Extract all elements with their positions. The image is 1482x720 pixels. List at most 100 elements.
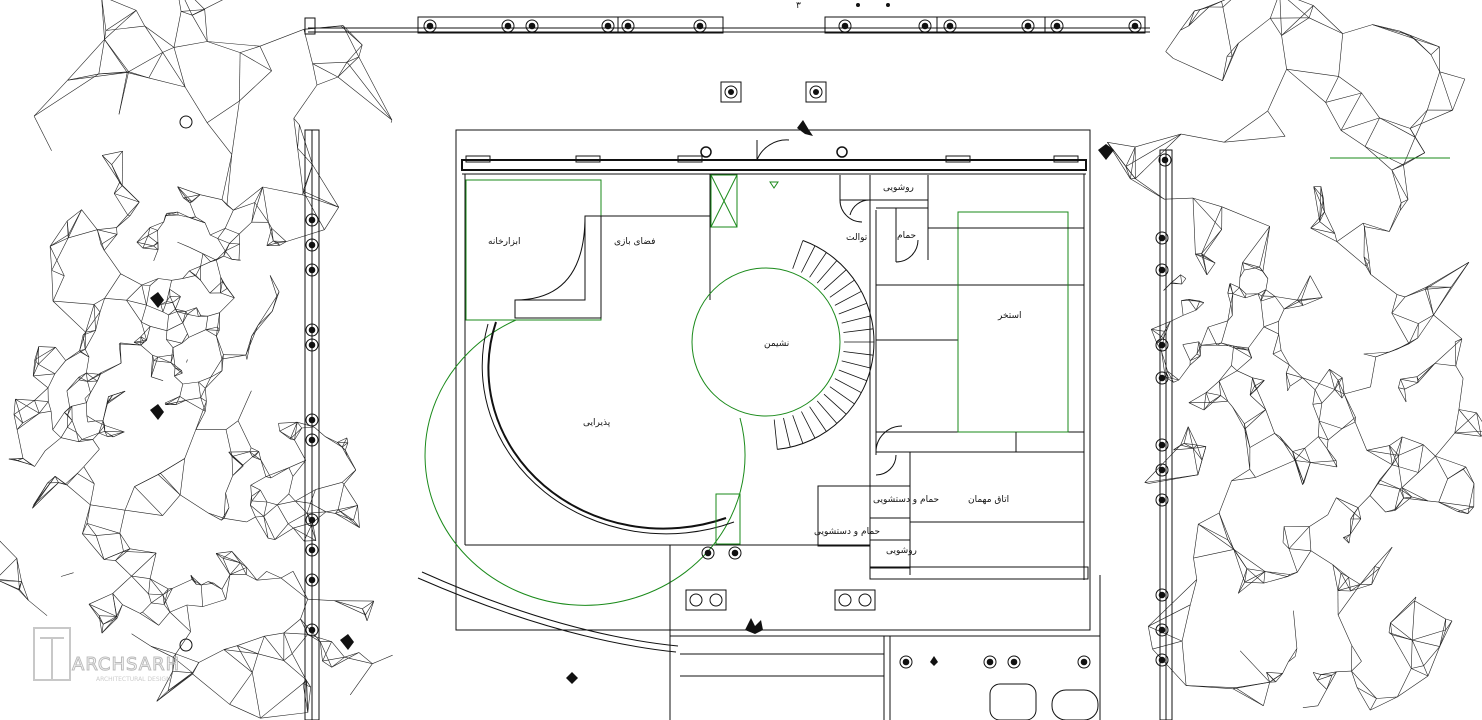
mesh-edge bbox=[1331, 671, 1337, 676]
mesh-edge bbox=[335, 513, 354, 521]
mesh-edge bbox=[269, 275, 278, 297]
mesh-edge bbox=[279, 421, 298, 432]
mesh-edge bbox=[1338, 76, 1362, 94]
mesh-edge bbox=[1239, 287, 1246, 299]
mesh-edge bbox=[1222, 0, 1232, 8]
mesh-edge bbox=[1317, 679, 1327, 690]
mesh-edge bbox=[1163, 283, 1171, 291]
mesh-edge bbox=[1313, 186, 1320, 222]
mesh-edge bbox=[237, 645, 259, 655]
mesh-edge bbox=[1238, 571, 1266, 594]
mesh-edge bbox=[84, 349, 90, 358]
mesh-edge bbox=[1332, 564, 1339, 591]
mesh-edge bbox=[1298, 0, 1314, 6]
mesh-edge bbox=[185, 311, 188, 315]
mesh-edge bbox=[1391, 294, 1398, 314]
mesh-edge bbox=[136, 235, 149, 243]
mesh-edge bbox=[1399, 488, 1412, 498]
mesh-edge bbox=[245, 336, 252, 356]
mesh-edge bbox=[1188, 9, 1201, 27]
mesh-edge bbox=[165, 211, 178, 216]
mesh-edge bbox=[102, 420, 106, 432]
mesh-edge bbox=[1287, 0, 1310, 19]
mesh-edge bbox=[1281, 17, 1310, 36]
mesh-edge bbox=[33, 373, 55, 377]
mesh-edge bbox=[83, 449, 100, 467]
mesh-edge bbox=[1379, 479, 1400, 490]
mesh-edge bbox=[1235, 687, 1264, 706]
mesh-edge bbox=[119, 510, 126, 534]
mesh-edge bbox=[1195, 302, 1205, 311]
mesh-edge bbox=[1439, 618, 1446, 647]
mesh-edge bbox=[1242, 262, 1245, 271]
mesh-edge bbox=[312, 164, 339, 208]
mesh-edge bbox=[268, 222, 274, 242]
mesh-edge bbox=[182, 275, 196, 279]
mesh-edge bbox=[278, 423, 280, 432]
mesh-edge bbox=[221, 574, 231, 590]
stair-tread bbox=[809, 406, 827, 432]
mesh-edge bbox=[1205, 392, 1210, 403]
mesh-edge bbox=[223, 649, 259, 655]
mesh-edge bbox=[1369, 479, 1380, 496]
mesh-edge bbox=[1285, 373, 1288, 391]
mesh-edge bbox=[1411, 496, 1429, 502]
mesh-edge bbox=[1192, 448, 1199, 475]
mesh-edge bbox=[340, 25, 363, 46]
mesh-edge bbox=[153, 360, 171, 363]
stair-tread bbox=[801, 411, 816, 439]
mesh-edge bbox=[1398, 379, 1401, 388]
mesh-edge bbox=[163, 588, 169, 605]
mesh-edge bbox=[1281, 35, 1287, 70]
mesh-edge bbox=[1203, 395, 1221, 411]
mesh-edge bbox=[1334, 380, 1339, 390]
mesh-edge bbox=[1279, 0, 1282, 36]
mesh-edge bbox=[225, 574, 231, 600]
mesh-edge bbox=[1188, 402, 1205, 411]
mesh-edge bbox=[67, 209, 82, 222]
mesh-edge bbox=[1252, 377, 1257, 390]
mesh-edge bbox=[92, 432, 100, 440]
mesh-edge bbox=[1249, 469, 1256, 478]
entrance-door bbox=[756, 139, 790, 189]
mesh-edge bbox=[81, 432, 100, 440]
mesh-edge bbox=[225, 493, 230, 508]
mesh-edge bbox=[200, 397, 206, 412]
post-icon bbox=[305, 213, 319, 227]
mesh-edge bbox=[133, 342, 141, 346]
post-icon bbox=[1155, 338, 1169, 352]
mesh-edge bbox=[1329, 369, 1336, 390]
mesh-edge bbox=[210, 358, 223, 378]
mesh-edge bbox=[1261, 289, 1267, 297]
mesh-edge bbox=[78, 372, 87, 381]
mesh-edge bbox=[246, 336, 252, 360]
mesh-edge bbox=[1181, 604, 1191, 642]
mesh-edge bbox=[1343, 393, 1356, 423]
mesh-edge bbox=[265, 467, 290, 477]
mesh-edge bbox=[1374, 546, 1393, 567]
mesh-edge bbox=[140, 344, 153, 356]
mesh-edge bbox=[1272, 333, 1279, 355]
mesh-edge bbox=[168, 308, 176, 316]
mesh-edge bbox=[1148, 626, 1153, 650]
mesh-edge bbox=[163, 604, 171, 613]
mesh-edge bbox=[1363, 256, 1370, 262]
mesh-edge bbox=[77, 466, 85, 474]
mesh-edge bbox=[122, 604, 141, 614]
mesh-edge bbox=[205, 329, 220, 331]
mesh-edge bbox=[183, 194, 201, 199]
mesh-edge bbox=[133, 336, 142, 343]
mesh-edge bbox=[1209, 395, 1221, 403]
mesh-edge bbox=[157, 474, 181, 496]
mesh-edge bbox=[1457, 506, 1474, 512]
watermark-tagline: ARCHITECTURAL DESIGN bbox=[96, 676, 171, 683]
mesh-edge bbox=[1302, 297, 1323, 306]
mesh-edge bbox=[198, 649, 225, 663]
mesh-edge bbox=[1412, 639, 1440, 647]
mesh-edge bbox=[1399, 487, 1403, 490]
mesh-edge bbox=[1391, 436, 1403, 465]
mesh-edge bbox=[158, 278, 172, 281]
mesh-edge bbox=[1308, 5, 1314, 18]
mesh-edge bbox=[237, 635, 265, 646]
mesh-edge bbox=[115, 551, 124, 561]
